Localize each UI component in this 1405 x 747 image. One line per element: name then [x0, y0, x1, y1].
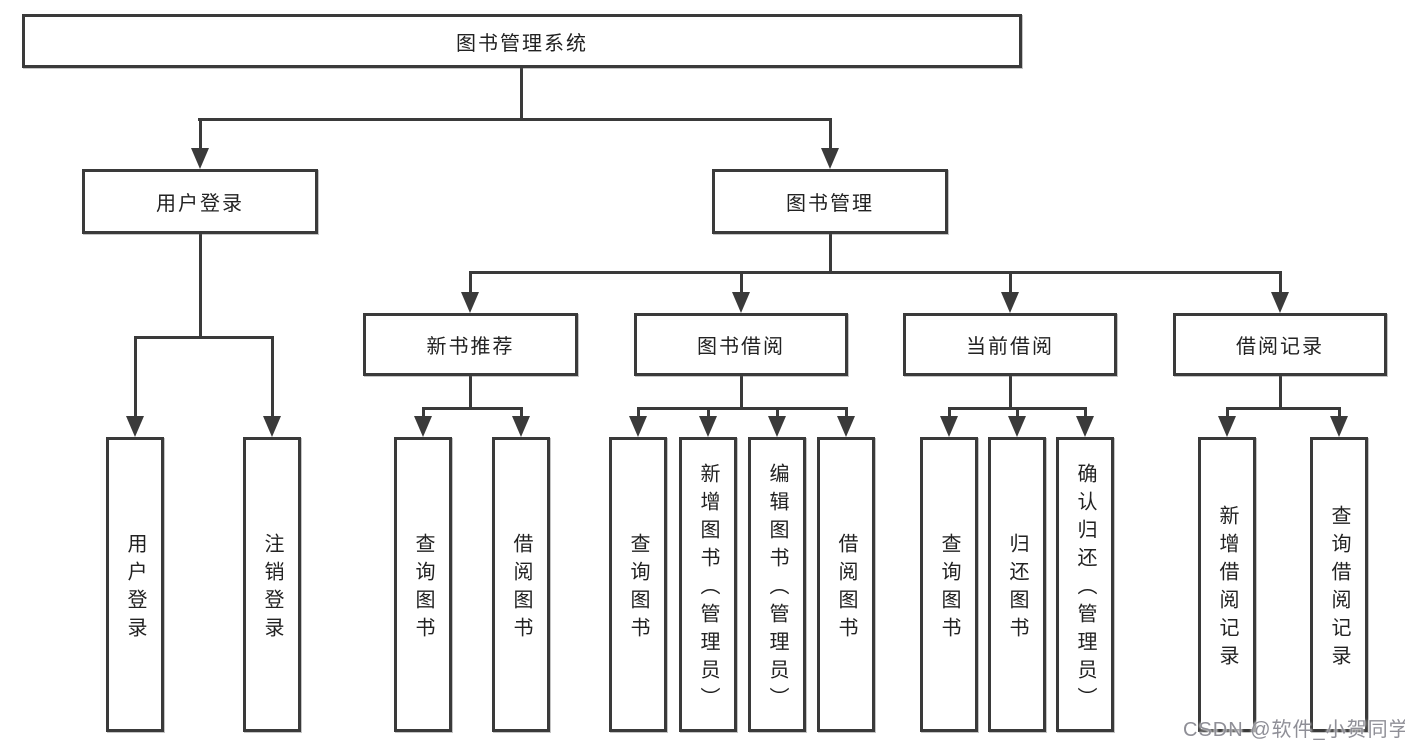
connector-current-borrow-stem [1009, 376, 1012, 407]
connector-borrow-record-stem [1279, 376, 1282, 407]
connector-leaf-newbook-borrow-drop [520, 407, 523, 418]
leaf-current-query-books-label: 查询图书 [938, 532, 960, 645]
arrowhead-leaf-confirm-return-icon [1076, 416, 1094, 437]
leaf-borrow-books: 借阅图书 [817, 437, 875, 732]
leaf-logout: 注销登录 [243, 437, 301, 732]
node-borrow-record: 借阅记录 [1173, 313, 1387, 376]
node-root-label: 图书管理系统 [456, 32, 588, 55]
leaf-return-books-label: 归还图书 [1006, 532, 1028, 645]
connector-user-login-branch [134, 336, 274, 339]
arrowhead-user-login-icon [191, 148, 209, 169]
node-user-login: 用户登录 [82, 169, 318, 234]
connector-user-login-stem [199, 234, 202, 336]
leaf-newbook-query-books-label: 查询图书 [412, 532, 434, 645]
node-root: 图书管理系统 [22, 14, 1022, 68]
leaf-edit-books-admin: 编辑图书（管理员） [748, 437, 806, 732]
connector-level2-branch [198, 118, 832, 121]
connector-leaf-borrow-books-drop [845, 407, 848, 418]
arrowhead-leaf-newbook-borrow-icon [512, 416, 530, 437]
leaf-query-borrow-record: 查询借阅记录 [1310, 437, 1368, 732]
connector-leaf-borrow-query-drop [637, 407, 640, 418]
arrowhead-leaf-query-record-icon [1330, 416, 1348, 437]
connector-book-borrow-branch [637, 407, 848, 410]
arrowhead-borrow-record-icon [1271, 292, 1289, 313]
connector-leaf-logout-drop [271, 336, 274, 417]
leaf-newbook-borrow-books: 借阅图书 [492, 437, 550, 732]
node-book-borrow: 图书借阅 [634, 313, 848, 376]
arrowhead-leaf-return-books-icon [1008, 416, 1026, 437]
arrowhead-book-management-icon [821, 148, 839, 169]
node-new-book-recommend: 新书推荐 [363, 313, 578, 376]
node-book-management-label: 图书管理 [786, 193, 874, 215]
connector-new-book-branch [422, 407, 523, 410]
arrowhead-current-borrow-icon [1001, 292, 1019, 313]
leaf-borrow-query-books: 查询图书 [609, 437, 667, 732]
leaf-current-query-books: 查询图书 [920, 437, 978, 732]
node-book-borrow-label: 图书借阅 [697, 336, 785, 358]
arrowhead-leaf-edit-books-icon [768, 416, 786, 437]
leaf-add-borrow-record-label: 新增借阅记录 [1216, 504, 1238, 673]
node-book-management: 图书管理 [712, 169, 948, 234]
connector-leaf-confirm-return-drop [1084, 407, 1087, 418]
connector-level3-branch [469, 271, 1282, 274]
leaf-add-borrow-record: 新增借阅记录 [1198, 437, 1256, 732]
leaf-borrow-books-label: 借阅图书 [835, 532, 857, 645]
connector-book-borrow-stem [740, 376, 743, 407]
connector-book-management-stem [829, 234, 832, 271]
node-current-borrow: 当前借阅 [903, 313, 1117, 376]
connector-book-management-drop [829, 118, 832, 150]
connector-borrow-record-drop [1279, 271, 1282, 294]
connector-leaf-add-record-drop [1226, 407, 1229, 418]
leaf-confirm-return-admin: 确认归还（管理员） [1056, 437, 1114, 732]
arrowhead-leaf-borrow-query-icon [629, 416, 647, 437]
connector-current-borrow-drop [1009, 271, 1012, 294]
connector-leaf-return-books-drop [1016, 407, 1019, 418]
connector-book-borrow-drop [740, 271, 743, 294]
arrowhead-leaf-user-login-icon [126, 416, 144, 437]
arrowhead-leaf-add-books-icon [699, 416, 717, 437]
arrowhead-new-book-icon [461, 292, 479, 313]
leaf-confirm-return-admin-label: 确认归还（管理员） [1074, 462, 1096, 715]
leaf-user-login: 用户登录 [106, 437, 164, 732]
connector-root-stem [520, 68, 523, 118]
arrowhead-leaf-newbook-query-icon [414, 416, 432, 437]
connector-leaf-current-query-drop [948, 407, 951, 418]
connector-leaf-user-login-drop [134, 336, 137, 417]
leaf-logout-label: 注销登录 [261, 532, 283, 645]
node-borrow-record-label: 借阅记录 [1236, 336, 1324, 358]
node-current-borrow-label: 当前借阅 [966, 336, 1054, 358]
leaf-newbook-query-books: 查询图书 [394, 437, 452, 732]
arrowhead-leaf-logout-icon [263, 416, 281, 437]
leaf-user-login-label: 用户登录 [124, 532, 146, 645]
connector-borrow-record-branch [1226, 407, 1341, 410]
connector-new-book-drop [469, 271, 472, 294]
connector-new-book-stem [469, 376, 472, 407]
node-user-login-label: 用户登录 [156, 193, 244, 215]
connector-leaf-add-books-drop [707, 407, 710, 418]
connector-leaf-newbook-query-drop [422, 407, 425, 418]
leaf-query-borrow-record-label: 查询借阅记录 [1328, 504, 1350, 673]
leaf-newbook-borrow-books-label: 借阅图书 [510, 532, 532, 645]
leaf-return-books: 归还图书 [988, 437, 1046, 732]
connector-user-login-drop [199, 118, 202, 150]
connector-leaf-edit-books-drop [776, 407, 779, 418]
connector-leaf-query-record-drop [1338, 407, 1341, 418]
leaf-add-books-admin: 新增图书（管理员） [679, 437, 737, 732]
arrowhead-leaf-add-record-icon [1218, 416, 1236, 437]
arrowhead-leaf-borrow-books-icon [837, 416, 855, 437]
watermark: CSDN @软件_小贺同学 [1183, 719, 1405, 741]
leaf-borrow-query-books-label: 查询图书 [627, 532, 649, 645]
leaf-add-books-admin-label: 新增图书（管理员） [697, 462, 719, 715]
arrowhead-book-borrow-icon [732, 292, 750, 313]
leaf-edit-books-admin-label: 编辑图书（管理员） [766, 462, 788, 715]
arrowhead-leaf-current-query-icon [940, 416, 958, 437]
node-new-book-recommend-label: 新书推荐 [426, 336, 515, 358]
